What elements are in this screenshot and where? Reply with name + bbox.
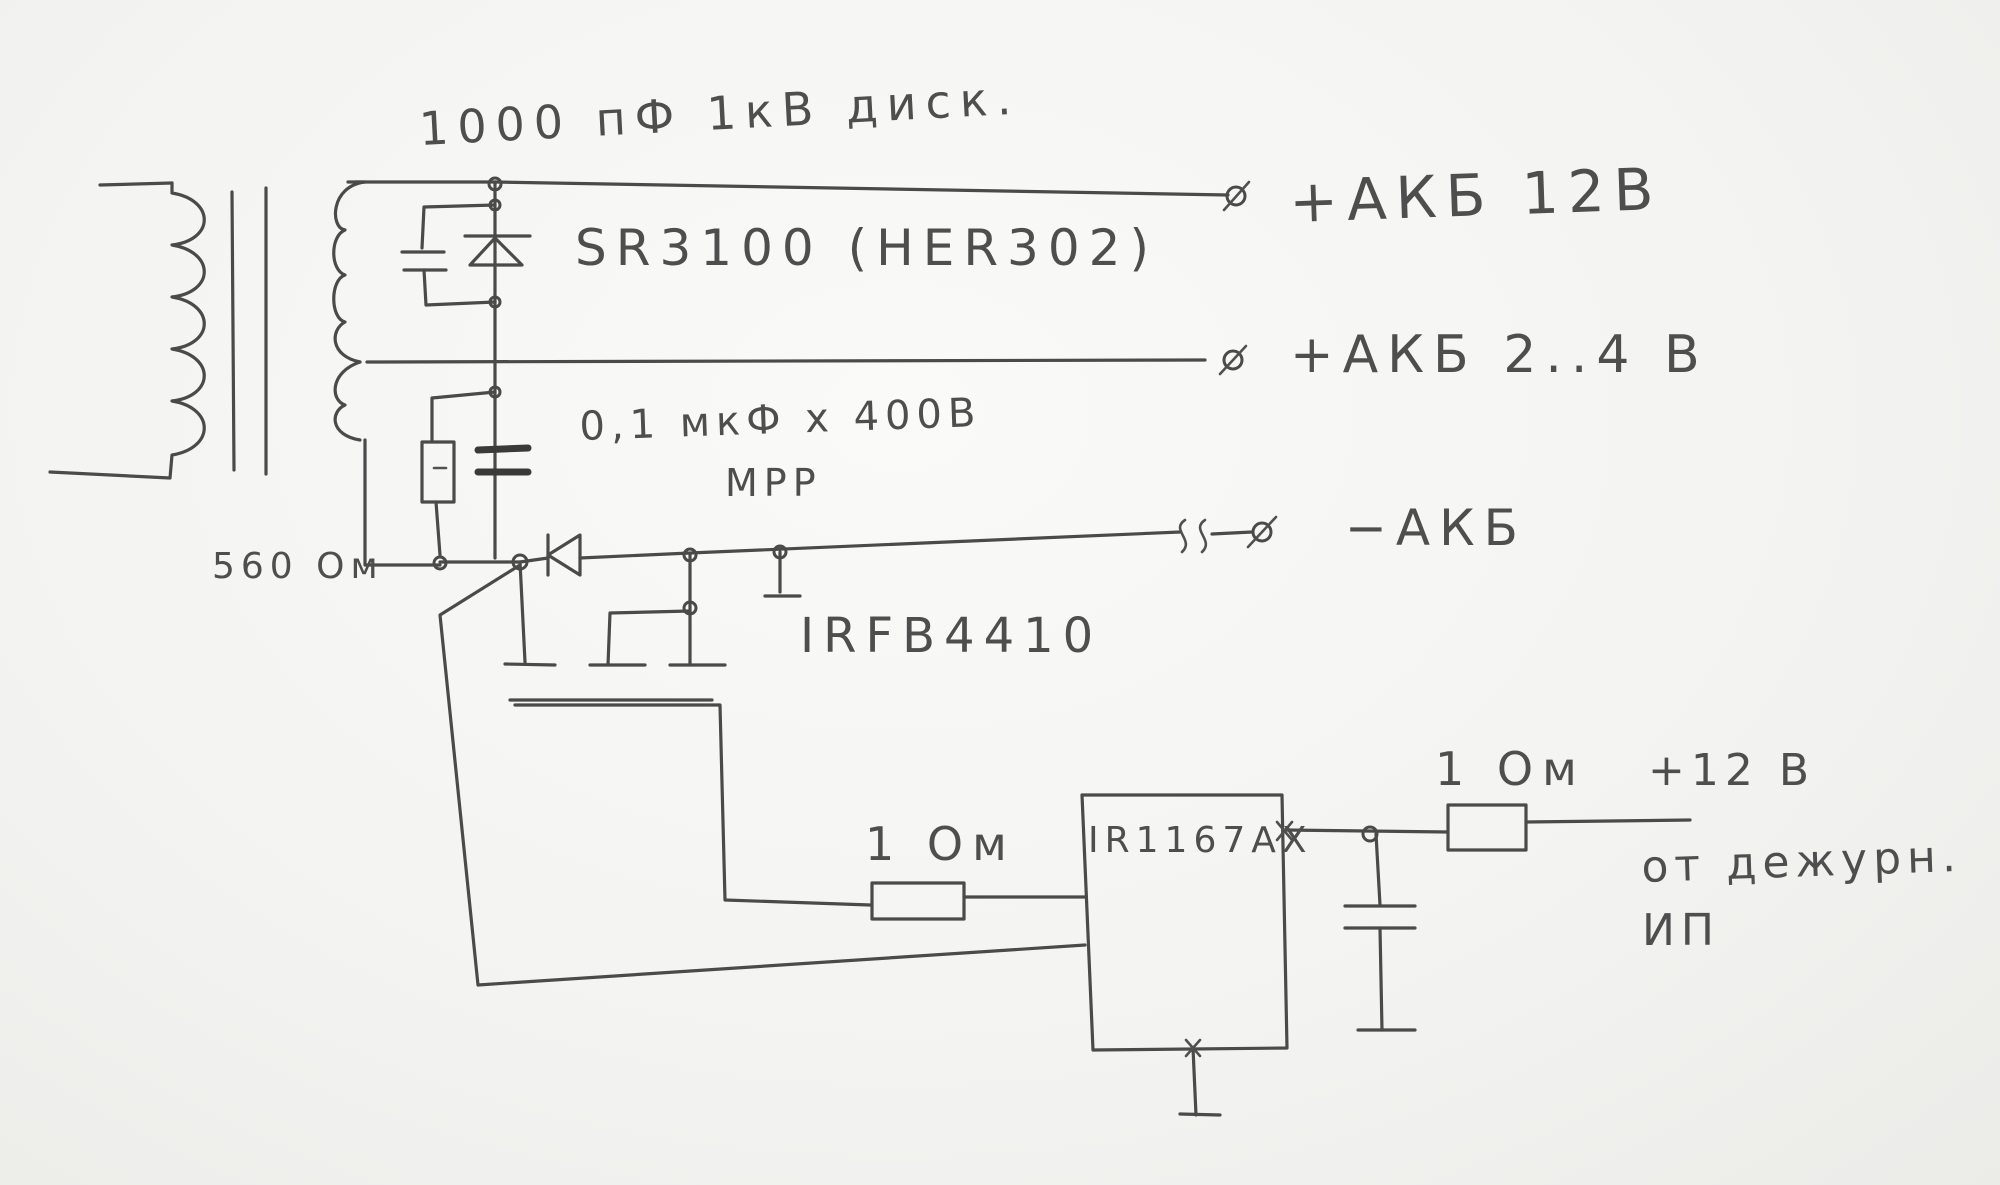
ic-ir1167ax[interactable] <box>1080 793 1289 1117</box>
wire-batt-neg <box>518 556 550 564</box>
terminal-batt-neg[interactable] <box>1246 515 1278 549</box>
label-supply-v: +12 В <box>1648 745 1815 796</box>
transformer-secondary <box>332 180 1207 567</box>
cap-disc-1000pf[interactable] <box>400 203 497 307</box>
terminal-batt-24v[interactable] <box>1218 344 1248 376</box>
wire-gate-drive <box>513 703 872 907</box>
label-batt-neg: −АКБ <box>1345 499 1527 557</box>
label-cap-film: 0,1 мкФ х 400В <box>579 390 982 450</box>
label-mosfet: IRFB4410 <box>800 608 1102 664</box>
label-res-supply: 1 Ом <box>1435 742 1586 796</box>
wire-batt-12v <box>493 180 1230 197</box>
node-resistor-bottom <box>432 555 448 571</box>
label-supply-src-2: ИП <box>1642 905 1720 956</box>
label-res-gate: 1 Ом <box>865 817 1016 871</box>
label-cap-type: MPP <box>725 461 822 505</box>
label-supply-src-1: от дежурн. <box>1641 831 1963 893</box>
body-diode <box>546 533 582 577</box>
label-batt-12v: +АКБ 12В <box>1288 155 1663 236</box>
node-top <box>487 176 503 192</box>
label-ic: IR1167AX <box>1088 820 1313 861</box>
transformer-primary <box>48 181 206 480</box>
transformer-core <box>230 186 268 476</box>
label-diode-main: SR3100 (HER302) <box>575 219 1158 277</box>
label-batt-24v: +АКБ 2..4 В <box>1290 325 1709 385</box>
mosfet-irfb4410[interactable] <box>503 553 727 702</box>
wire-ic-supply <box>1283 828 1450 834</box>
resistor-supply-1-ohm[interactable] <box>1446 803 1528 852</box>
label-resistor-560: 560 Ом <box>212 546 384 587</box>
wire-sense <box>438 563 1087 987</box>
resistor-gate-1-ohm[interactable] <box>870 881 966 921</box>
label-cap-disc: 1000 пФ 1кВ диск. <box>418 71 1022 156</box>
diode-sr3100[interactable] <box>463 234 532 267</box>
cap-film-0-1uf[interactable] <box>474 444 532 476</box>
cap-decoupling[interactable] <box>1343 832 1417 1032</box>
wire-supply-in <box>1524 818 1692 824</box>
resistor-560-ohm[interactable] <box>420 390 497 557</box>
terminal-batt-12v[interactable] <box>1222 180 1251 212</box>
